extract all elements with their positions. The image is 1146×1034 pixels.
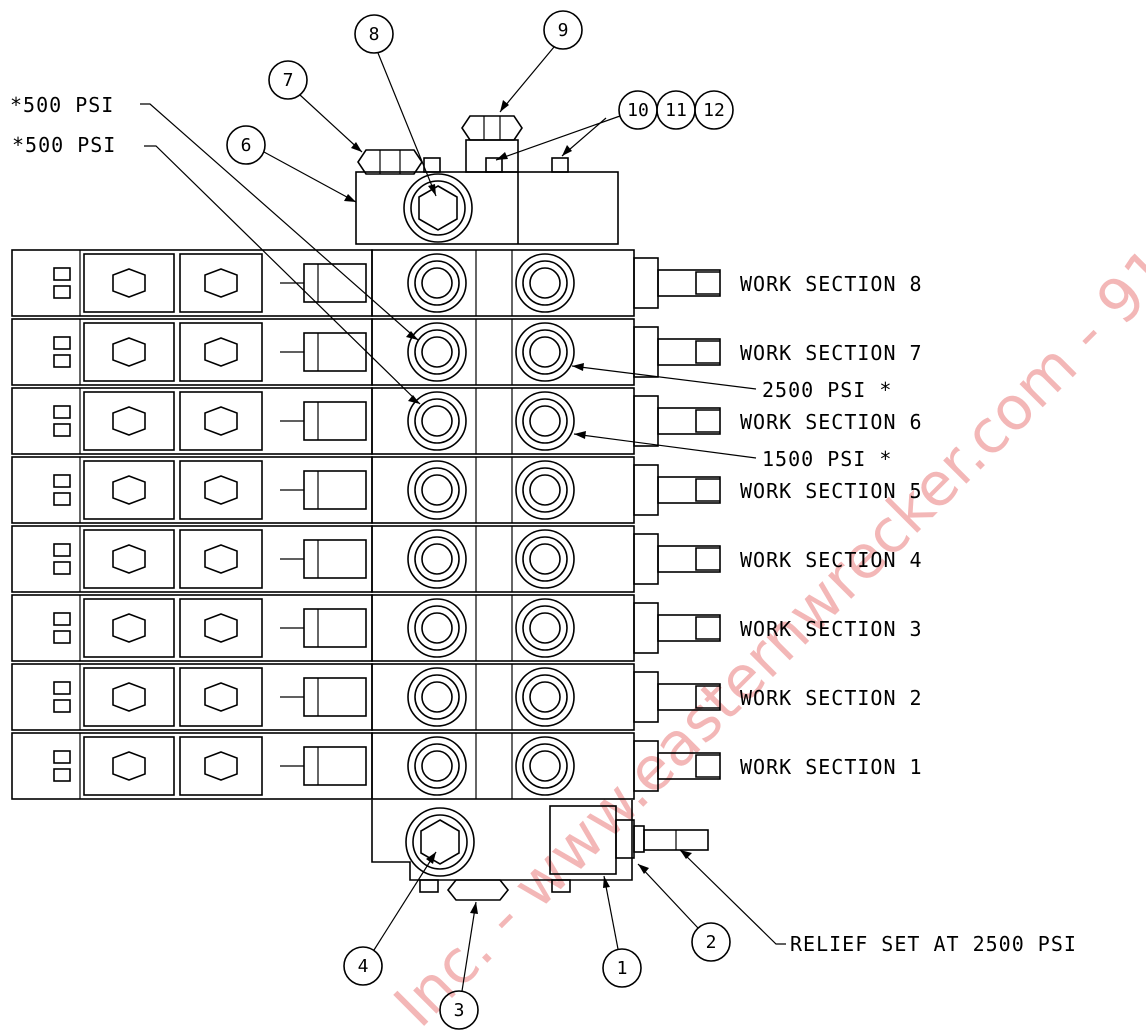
pressure-label: 1500 PSI * [762,447,892,471]
callout-number: 10 [627,100,649,121]
pressure-label: 2500 PSI * [762,378,892,402]
work-section-6 [11,387,721,455]
work-section-3 [11,594,721,662]
callout-number: 8 [369,24,380,45]
callout-number: 6 [241,135,252,156]
callout-10-11-12: 10 11 12 [495,90,734,161]
callout-number: 4 [358,956,369,977]
callout-3: 3 [439,901,479,1030]
callout-number: 1 [617,958,628,979]
callout-number: 9 [558,20,569,41]
callout-6: 6 [226,125,357,203]
callout-8: 8 [354,14,437,197]
work-sections [11,249,721,800]
callout-1: 1 [602,875,642,988]
pressure-label: *500 PSI [12,133,116,157]
work-section-2 [11,663,721,731]
work-section-4 [11,525,721,593]
hex-plug-icon [357,149,423,175]
work-section-label: WORK SECTION 7 [740,341,923,365]
relief-label: RELIEF SET AT 2500 PSI [790,932,1077,956]
hex-plug-icon [461,115,523,141]
work-section-1 [11,732,721,800]
work-section-8 [11,249,721,317]
work-section-7 [11,318,721,386]
callout-4: 4 [343,851,437,986]
callout-number: 11 [665,100,687,121]
work-section-label: WORK SECTION 5 [740,479,923,503]
outlet-section [371,800,709,901]
work-section-label: WORK SECTION 4 [740,548,923,572]
hex-plug-icon [446,879,510,901]
work-section-label: WORK SECTION 8 [740,272,923,296]
pressure-label: *500 PSI [10,93,114,117]
callout-2: 2 [637,863,731,962]
work-section-label: WORK SECTION 3 [740,617,923,641]
callout-7: 7 [268,60,363,153]
callout-number: 7 [283,70,294,91]
work-section-5 [11,456,721,524]
callout-number: 12 [703,100,725,121]
callout-number: 2 [706,932,717,953]
callout-number: 3 [454,1000,465,1021]
work-section-label: WORK SECTION 6 [740,410,923,434]
work-section-label: WORK SECTION 2 [740,686,923,710]
work-section-label: WORK SECTION 1 [740,755,923,779]
inlet-section [355,115,619,245]
callout-9: 9 [499,10,583,113]
